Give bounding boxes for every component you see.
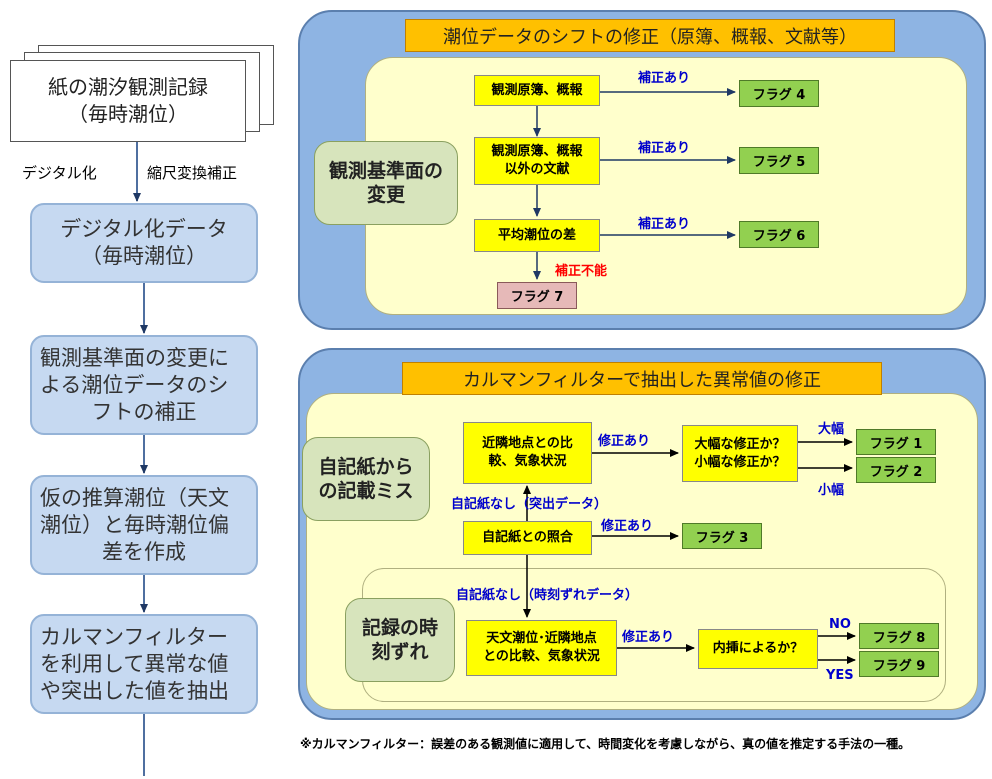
box-other-literature: 観測原簿、概報 以外の文献 bbox=[474, 137, 600, 185]
label-yes: YES bbox=[826, 668, 854, 683]
paper-record-line2: （毎時潮位） bbox=[68, 102, 188, 126]
flag-8: フラグ 8 bbox=[859, 623, 939, 649]
step-kalman-filter: カルマンフィルター を利用して異常な値 や突出した値を抽出 bbox=[30, 614, 258, 714]
box-correction-size: 大幅な修正か？ 小幅な修正か？ bbox=[682, 425, 798, 482]
box-astronomical-comparison: 天文潮位･近隣地点 との比較、気象状況 bbox=[466, 620, 617, 676]
label-fixed-3: 修正あり bbox=[622, 630, 675, 645]
label-digitize: デジタル化 bbox=[22, 164, 97, 182]
label-corrected-3: 補正あり bbox=[638, 217, 691, 232]
flag-4: フラグ 4 bbox=[739, 80, 819, 107]
flag-6: フラグ 6 bbox=[739, 221, 819, 248]
flag-7: フラグ 7 bbox=[497, 282, 577, 309]
flag-1: フラグ 1 bbox=[856, 429, 936, 455]
label-no-chart-shift: 自記紙なし（時刻ずれデータ） bbox=[456, 588, 639, 603]
flag-3: フラグ 3 bbox=[682, 523, 762, 549]
top-section-title: 潮位データのシフトの修正（原簿、概報、文献等） bbox=[405, 19, 895, 52]
label-corrected-1: 補正あり bbox=[638, 71, 691, 86]
label-no: NO bbox=[829, 617, 851, 632]
flag-2: フラグ 2 bbox=[856, 457, 936, 483]
box-original-ledger: 観測原簿、概報 bbox=[474, 75, 600, 106]
label-large: 大幅 bbox=[818, 422, 845, 437]
label-correction-impossible: 補正不能 bbox=[555, 264, 608, 279]
label-scale-correction: 縮尺変換補正 bbox=[147, 164, 238, 182]
label-fixed-1: 修正あり bbox=[598, 434, 651, 449]
step-digital-data: デジタル化データ （毎時潮位） bbox=[30, 203, 258, 283]
step-shift-correction: 観測基準面の変更に よる潮位データのシ フトの補正 bbox=[30, 335, 258, 435]
category-time-shift: 記録の時 刻ずれ bbox=[345, 598, 455, 682]
label-fixed-2: 修正あり bbox=[601, 519, 654, 534]
footnote: ※カルマンフィルター：誤差のある観測値に適用して、時間変化を考慮しながら、真の値… bbox=[300, 737, 911, 751]
box-mean-tide-difference: 平均潮位の差 bbox=[474, 219, 600, 252]
top-inner-panel bbox=[365, 57, 967, 315]
box-interpolation: 内挿によるか？ bbox=[698, 629, 818, 669]
label-small: 小幅 bbox=[818, 483, 845, 498]
paper-record-line1: 紙の潮汐観測記録 bbox=[48, 75, 208, 99]
flag-5: フラグ 5 bbox=[739, 147, 819, 174]
paper-record: 紙の潮汐観測記録 （毎時潮位） bbox=[10, 60, 246, 142]
category-datum-change: 観測基準面の 変更 bbox=[314, 141, 458, 225]
label-corrected-2: 補正あり bbox=[638, 141, 691, 156]
label-no-chart-spike: 自記紙なし（突出データ） bbox=[451, 497, 608, 512]
category-recording-error: 自記紙から の記載ミス bbox=[302, 437, 430, 521]
box-neighbor-comparison: 近隣地点との比 較、気象状況 bbox=[463, 422, 592, 484]
bottom-section-title: カルマンフィルターで抽出した異常値の修正 bbox=[402, 362, 882, 395]
flag-9: フラグ 9 bbox=[859, 651, 939, 677]
box-chart-paper-check: 自記紙との照合 bbox=[463, 521, 592, 555]
step-astronomical-tide: 仮の推算潮位（天文 潮位）と毎時潮位偏 差を作成 bbox=[30, 475, 258, 575]
